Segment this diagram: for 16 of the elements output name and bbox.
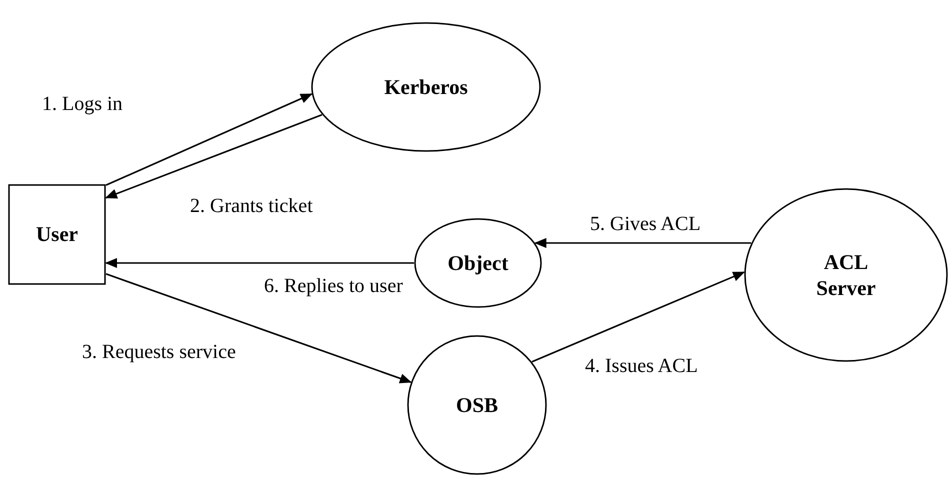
node-label: Kerberos bbox=[384, 74, 468, 100]
ellipse-node bbox=[311, 22, 541, 152]
ellipse-node bbox=[407, 335, 547, 475]
node-label: Object bbox=[448, 250, 508, 276]
node-label: User bbox=[36, 221, 78, 248]
arrow bbox=[534, 238, 752, 248]
ellipse-node bbox=[744, 188, 948, 362]
arrow bbox=[106, 93, 313, 186]
user-box bbox=[8, 184, 106, 285]
ellipse-node bbox=[414, 218, 542, 308]
arrow bbox=[532, 271, 745, 362]
node-label: ACL Server bbox=[815, 248, 877, 302]
arrow bbox=[106, 273, 412, 384]
arrow bbox=[105, 114, 322, 199]
node-label: OSB bbox=[456, 392, 498, 418]
arrow bbox=[105, 258, 414, 268]
